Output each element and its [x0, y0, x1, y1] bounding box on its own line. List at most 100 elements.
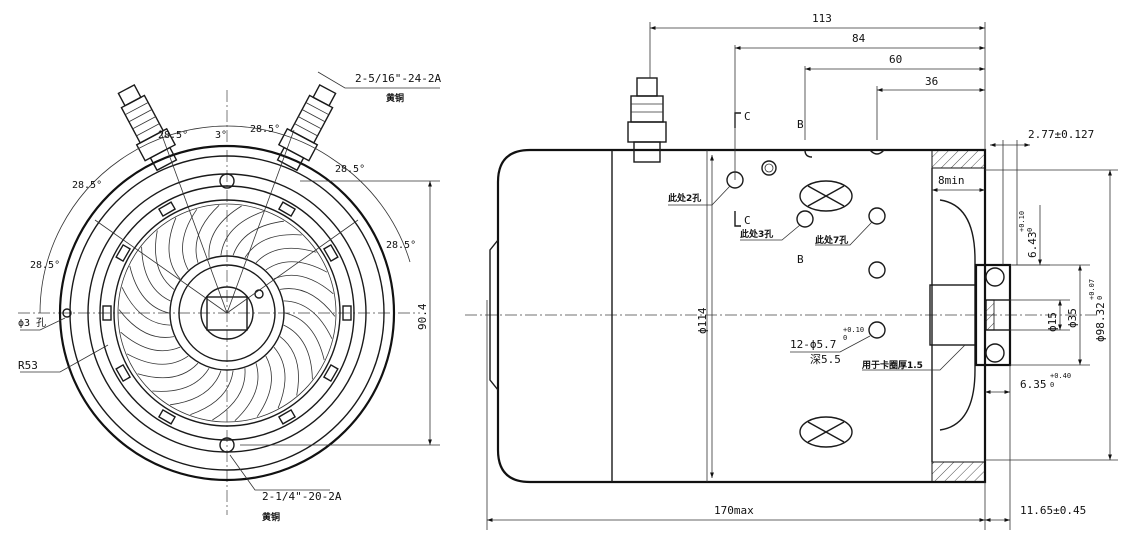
commutator-blade [283, 300, 333, 339]
dim-35-text: ϕ35 [1066, 308, 1079, 328]
bearing-ball-bottom [985, 343, 1005, 363]
commutator-blade [141, 246, 171, 302]
top-bolt-hole [219, 173, 235, 189]
hole-3 [796, 210, 814, 228]
bottom-terminal-spec: 2-1/4"-20-2A [262, 490, 342, 503]
top-terminal-spec: 2-5/16"-24-2A [355, 72, 441, 85]
angle-ray-4 [226, 129, 295, 314]
holes-spec-label: 12-ϕ5.7 [790, 338, 836, 351]
angle-arc-left [39, 159, 121, 314]
hole-7-c [868, 321, 886, 339]
commutator-blades [118, 205, 336, 421]
commutator-blade [212, 368, 246, 421]
hole-7-b [868, 261, 886, 279]
commutator-blade [118, 309, 175, 338]
angle-label-right-lower: 28.5° [386, 240, 416, 251]
angle-ray-1 [94, 219, 228, 314]
commutator-blade [273, 274, 334, 295]
angle-arc-right [333, 159, 411, 263]
commutator-blade [168, 217, 181, 280]
angle-arc-top-left [119, 125, 228, 161]
hole-7-a [868, 207, 886, 225]
bearing-ball-top [985, 267, 1005, 287]
commutator-blade [121, 287, 171, 326]
dim-6-35-tol-lower: 0 [1050, 381, 1054, 389]
section-label-b-bottom: B [797, 253, 804, 266]
angle-label-top-right: 28.5° [250, 124, 280, 135]
commutator-blade [284, 312, 325, 361]
dim-6-43-tol-lower: 0 [1026, 228, 1034, 232]
circlip-leader [862, 344, 966, 371]
hole-3-label: 此处3孔 [740, 228, 773, 240]
circlip-label: 用于卡圈厚1.5 [861, 359, 923, 371]
dim-2-77-text: 2.77±0.127 [1028, 128, 1094, 141]
brush-slot [277, 408, 297, 425]
commutator-blade [232, 220, 284, 256]
commutator-blade [208, 205, 242, 258]
dim-8min-text: 8min [938, 174, 965, 187]
commutator-blade [256, 355, 272, 417]
angle-label-left-upper: 28.5° [72, 180, 102, 191]
angle-ray-3 [159, 129, 228, 314]
angle-label-right-upper: 28.5° [335, 164, 365, 175]
dim-113-text: 113 [812, 12, 832, 25]
commutator-blade [129, 265, 170, 314]
side-view: 113 84 60 36 C C B B 此处2孔 此处3孔 此处7孔 12-ϕ… [465, 12, 1118, 530]
dim-170-text: 170max [714, 504, 754, 517]
shaft-key-square [206, 296, 248, 331]
dim-98-32-tol-upper: +0.07 [1088, 279, 1096, 300]
housing-rim-circle [69, 155, 385, 471]
vent-lower [799, 416, 853, 448]
shaft-circle [200, 286, 254, 340]
housing-outer-circle [58, 144, 396, 482]
brush-ring-outer [99, 185, 355, 441]
commutator-blade [234, 363, 259, 421]
holes-spec-tol-upper: +0.10 [843, 326, 864, 334]
bottom-terminal-leader [229, 454, 330, 491]
holes-spec-tol-lower: 0 [843, 334, 847, 342]
commutator-blade [120, 331, 181, 352]
commutator-blade [255, 247, 317, 264]
holes-spec-leader [790, 335, 871, 353]
end-bracket-hatch-top [931, 149, 986, 169]
hole-small-top [761, 160, 777, 176]
dim-36-text: 36 [925, 75, 938, 88]
brush-ring-inner [113, 199, 341, 427]
brush-slot [102, 305, 112, 321]
small-angle-label: 3° [215, 130, 227, 141]
angle-ray-2 [226, 219, 359, 314]
commutator-blade [137, 362, 199, 379]
brush-slot [115, 243, 132, 263]
commutator-blade [279, 288, 336, 317]
angle-arc-top-right [226, 125, 335, 161]
commutator-blade [220, 211, 264, 256]
hub-small-hole [254, 289, 264, 299]
commutator-blade [195, 205, 220, 263]
commutator-blade [283, 324, 313, 380]
commutator-blade [170, 370, 222, 406]
brush-slot [322, 243, 339, 263]
height-label: 90.4 [416, 303, 429, 330]
brush-slot [322, 363, 339, 383]
commutator-blade [273, 346, 286, 409]
top-terminal-note: 黄铜 [386, 92, 404, 104]
hole-label: ϕ3 孔 [18, 317, 46, 329]
hole-3-leader [740, 224, 801, 241]
left-terminal-stud [117, 83, 178, 172]
front-view: 2-5/16"-24-2A 黄铜 2-1/4"-20-2A 黄铜 28.5° 2… [18, 71, 441, 523]
hole-7-leader [815, 221, 873, 246]
vent-upper [799, 180, 853, 212]
top-terminal-leader [317, 71, 440, 89]
section-label-b-top: B [797, 118, 804, 131]
commutator-blade [182, 209, 198, 271]
dim-84-text: 84 [852, 32, 866, 45]
dim-6-35-text: 6.35 [1020, 378, 1047, 391]
angle-label-top-left: 28.5° [158, 130, 188, 141]
commutator-outer [117, 203, 337, 423]
dim-60-text: 60 [889, 53, 902, 66]
hole-7-label: 此处7孔 [815, 234, 848, 246]
section-label-c-bottom: C [744, 214, 751, 227]
dim-11-65-text: 11.65±0.45 [1020, 504, 1086, 517]
dim-98-32-tol-lower: 0 [1096, 296, 1104, 300]
